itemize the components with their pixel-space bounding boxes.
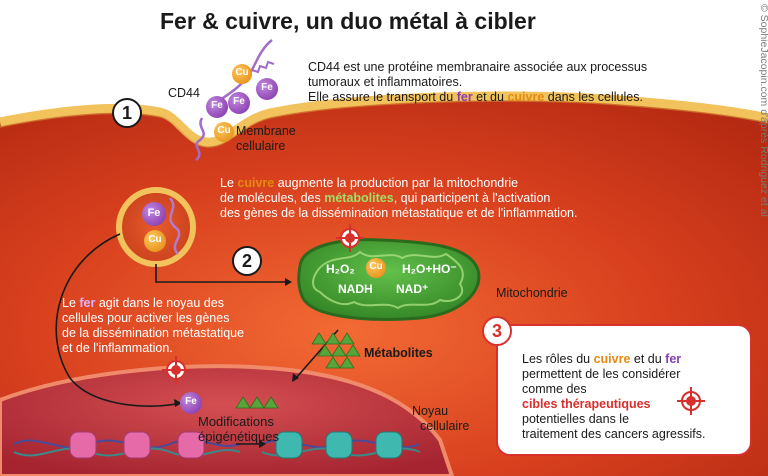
- paragraph-cd44: CD44 est une protéine membranaire associ…: [308, 60, 648, 104]
- target-icon-mitochondria: [336, 224, 364, 252]
- copyright-note: © SophieJacopin.com d'après Rodriguez et…: [758, 4, 768, 217]
- reaction-nadh: NADH: [338, 282, 373, 296]
- ion-fe-3: Fe: [206, 96, 228, 118]
- label-mitochondrie: Mitochondrie: [496, 286, 568, 300]
- target-icon-box: [677, 387, 705, 415]
- paragraph-cibles: Les rôles du cuivre et du fer permettent…: [522, 352, 706, 441]
- reaction-h2o2: H₂O₂: [326, 262, 355, 276]
- reaction-nad: NAD⁺: [396, 282, 429, 296]
- paragraph-cuivre: Le cuivre augmente la production par la …: [220, 176, 578, 220]
- label-cd44: CD44: [168, 86, 200, 100]
- step-badge-2: 2: [232, 246, 262, 276]
- reaction-products: H₂O+HO⁻: [402, 262, 457, 276]
- ion-cu-vesicle: Cu: [144, 230, 166, 252]
- ion-fe-1: Fe: [256, 78, 278, 100]
- ion-cu-1: Cu: [232, 64, 252, 84]
- step-badge-3: 3: [482, 316, 512, 346]
- vesicle: [116, 187, 196, 267]
- paragraph-fer: Le fer agit dans le noyau des cellules p…: [62, 296, 245, 355]
- ion-fe-nucleus: Fe: [180, 392, 202, 414]
- target-icon-nucleus: [162, 356, 190, 384]
- ion-fe-2: Fe: [228, 92, 250, 114]
- histones: [69, 431, 403, 459]
- metabolites-triangles: [235, 332, 361, 409]
- ion-cu-2: Cu: [214, 122, 234, 142]
- label-metabolites: Métabolites: [364, 346, 433, 360]
- mitochondria: [297, 238, 481, 321]
- arrow-epigenetic: [236, 440, 266, 448]
- ion-fe-vesicle: Fe: [142, 202, 166, 226]
- step-badge-1: 1: [112, 98, 142, 128]
- therapeutic-targets-box: [496, 324, 752, 456]
- ion-cu-mito: Cu: [366, 258, 386, 278]
- page-title: Fer & cuivre, un duo métal à cibler: [160, 8, 536, 34]
